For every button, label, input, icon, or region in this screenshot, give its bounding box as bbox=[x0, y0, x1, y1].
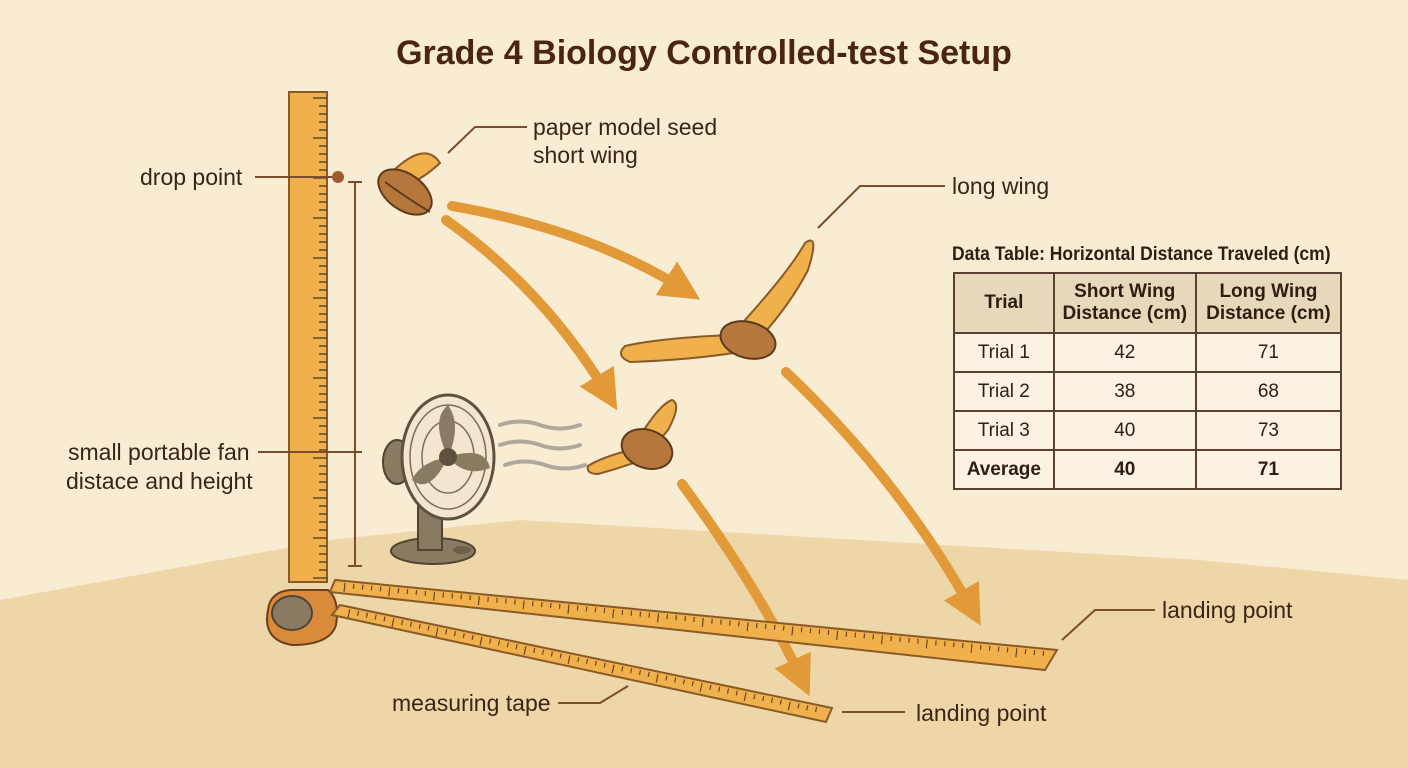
landing-long-leader-line bbox=[1061, 609, 1155, 641]
measuring-tape-long bbox=[328, 578, 1059, 672]
cell-long: 71 bbox=[1194, 332, 1343, 373]
table-average-row: Average 40 71 bbox=[953, 449, 1343, 490]
measuring-tape-short bbox=[330, 603, 834, 724]
tape-reel bbox=[266, 589, 338, 647]
fan-icon bbox=[382, 393, 496, 565]
arrow-short-landing bbox=[677, 479, 811, 697]
arrow-long-landing bbox=[781, 367, 981, 626]
table-header-row: Trial Short Wing Distance (cm) Long Wing… bbox=[953, 272, 1343, 334]
cell-average-long: 71 bbox=[1194, 449, 1343, 490]
measuring-tape-label: measuring tape bbox=[392, 690, 551, 716]
seed-leader-line bbox=[447, 126, 527, 154]
tape-leader-line bbox=[558, 685, 629, 704]
floor bbox=[0, 520, 1408, 768]
paper-model-seed-label: paper model seed bbox=[533, 114, 718, 140]
cell-average-label: Average bbox=[953, 449, 1055, 490]
fan-label: small portable fan bbox=[68, 439, 250, 465]
long-wing-label: long wing bbox=[952, 173, 1050, 199]
cell-trial: Trial 2 bbox=[953, 371, 1055, 412]
cell-trial: Trial 3 bbox=[953, 410, 1055, 451]
arrow-short-to-fan-seed bbox=[441, 215, 618, 411]
long-wing-seed bbox=[620, 239, 815, 364]
table-row: Trial 2 38 68 bbox=[953, 371, 1343, 412]
data-table: Trial Short Wing Distance (cm) Long Wing… bbox=[953, 272, 1343, 490]
header-trial: Trial bbox=[953, 272, 1055, 334]
table-row: Trial 1 42 71 bbox=[953, 332, 1343, 373]
vertical-ruler bbox=[288, 91, 328, 583]
data-table-title: Data Table: Horizontal Distance Traveled… bbox=[952, 244, 1331, 265]
header-long-wing: Long Wing Distance (cm) bbox=[1194, 272, 1343, 334]
cell-short: 38 bbox=[1052, 371, 1197, 412]
cell-short: 40 bbox=[1052, 410, 1197, 451]
short-wing-label: short wing bbox=[533, 142, 638, 168]
cell-long: 68 bbox=[1194, 371, 1343, 412]
wind-lines bbox=[498, 419, 587, 471]
page-title: Grade 4 Biology Controlled-test Setup bbox=[396, 34, 1012, 72]
fan-test-seed bbox=[586, 398, 678, 476]
drop-point-marker bbox=[255, 171, 344, 183]
drop-point-label: drop point bbox=[140, 164, 243, 190]
arrow-short-to-long bbox=[447, 201, 701, 300]
long-wing-leader-line bbox=[817, 185, 945, 229]
landing-point-long-label: landing point bbox=[1162, 597, 1293, 623]
table-row: Trial 3 40 73 bbox=[953, 410, 1343, 451]
cell-average-short: 40 bbox=[1052, 449, 1197, 490]
distance-height-label: distace and height bbox=[66, 468, 253, 494]
cell-short: 42 bbox=[1052, 332, 1197, 373]
short-wing-seed bbox=[377, 152, 442, 216]
cell-long: 73 bbox=[1194, 410, 1343, 451]
landing-point-short-label: landing point bbox=[916, 700, 1047, 726]
header-short-wing: Short Wing Distance (cm) bbox=[1052, 272, 1197, 334]
height-bracket bbox=[348, 181, 362, 567]
cell-trial: Trial 1 bbox=[953, 332, 1055, 373]
